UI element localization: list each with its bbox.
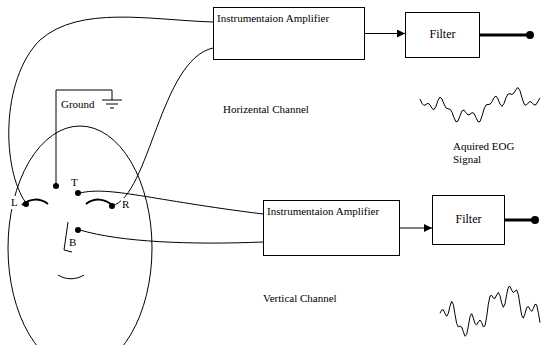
filter-box: Filter xyxy=(432,195,505,245)
ground-wire xyxy=(56,90,112,184)
box-label: Filter xyxy=(430,28,456,42)
output-terminal xyxy=(531,216,539,224)
box-label: Instrumentaion Amplifier xyxy=(217,12,329,25)
output-terminal xyxy=(526,31,534,39)
ground-symbol xyxy=(106,104,118,105)
ground-symbol xyxy=(110,108,114,109)
electrode-label: B xyxy=(68,236,77,249)
signal-arrow xyxy=(365,33,405,34)
eog-waveform xyxy=(440,286,540,336)
channel-label: Horizental Channel xyxy=(222,103,310,116)
signal-arrow xyxy=(400,228,432,229)
electrode xyxy=(109,203,115,209)
ground-symbol xyxy=(102,100,122,101)
head-outline xyxy=(8,126,152,345)
signal-label: Aquired EOG Signal xyxy=(452,140,526,165)
mouth xyxy=(58,275,84,279)
top-electrode-wire xyxy=(80,191,263,214)
box-label: Instrumentaion Amplifier xyxy=(267,205,379,218)
left-electrode-wire xyxy=(9,17,213,203)
amplifier-box: Instrumentaion Amplifier xyxy=(213,7,365,60)
electrode xyxy=(53,183,59,189)
electrode-label: R xyxy=(121,198,130,211)
electrode-label: T xyxy=(70,176,79,189)
electrode-label: L xyxy=(10,196,19,209)
channel-label: Vertical Channel xyxy=(262,292,338,305)
right-electrode-wire xyxy=(112,48,213,206)
amplifier-box: Instrumentaion Amplifier xyxy=(263,200,400,256)
box-label: Filter xyxy=(456,213,482,227)
bottom-electrode-wire xyxy=(80,230,263,243)
electrode xyxy=(23,201,29,207)
electrode xyxy=(75,227,81,233)
filter-box: Filter xyxy=(405,12,480,58)
right-eye xyxy=(86,200,112,205)
ground-label: Ground xyxy=(60,98,96,111)
electrode xyxy=(75,190,81,196)
output-line xyxy=(480,34,527,37)
eog-waveform xyxy=(420,88,540,122)
output-line xyxy=(505,219,532,222)
